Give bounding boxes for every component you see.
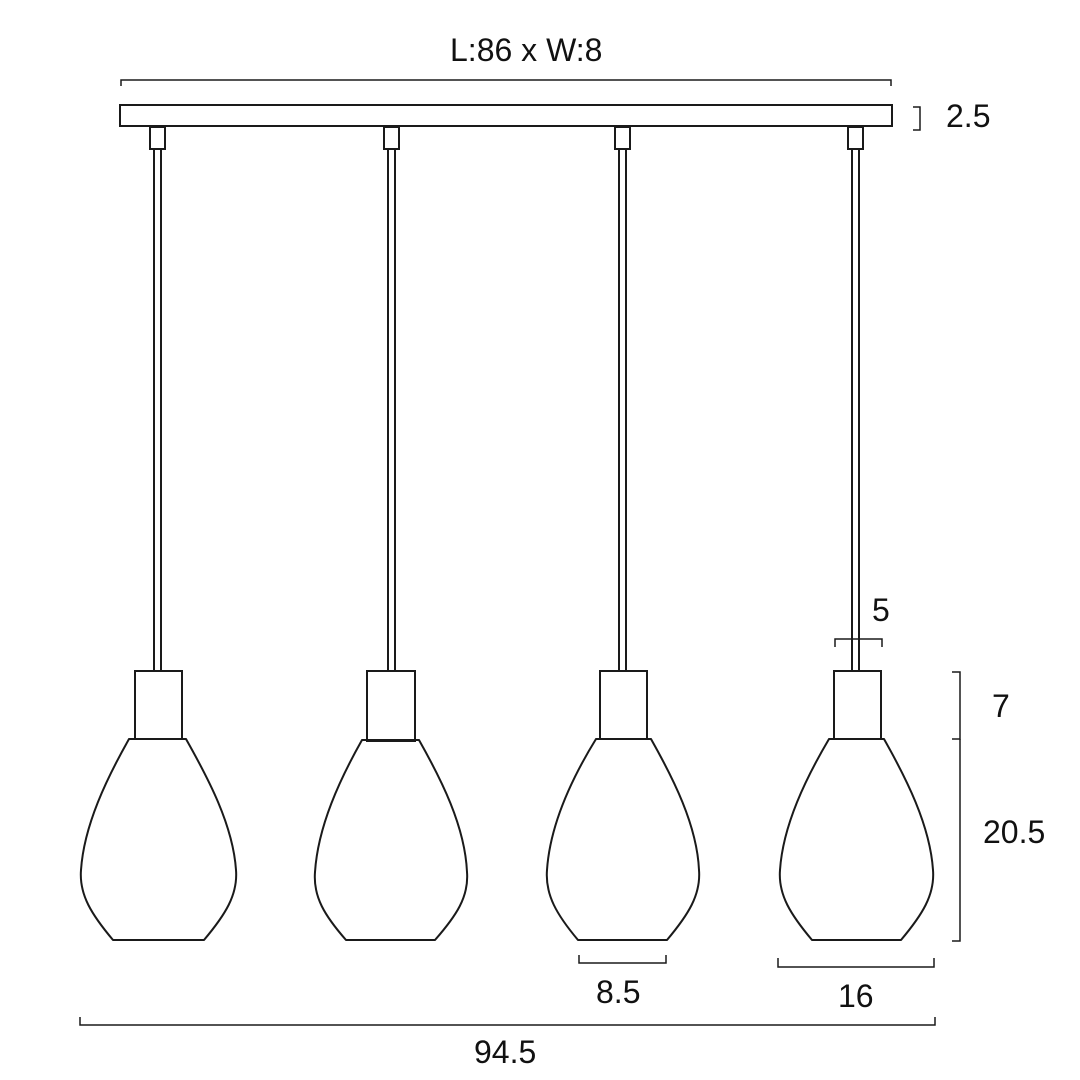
shade-width-bracket [777, 958, 935, 968]
holder-width-bracket [834, 638, 883, 647]
pendant-1 [79, 126, 238, 941]
holder-width-label: 5 [872, 592, 890, 628]
holder-height-label: 7 [992, 688, 1010, 724]
pendant-2 [313, 126, 469, 941]
canopy-height-label: 2.5 [946, 98, 991, 134]
shade-height-bracket [952, 739, 961, 942]
canopy-bar [119, 104, 893, 127]
shade-base-width-bracket [578, 955, 667, 964]
holder-height-bracket [952, 671, 961, 740]
canopy-length-dimension-line [120, 79, 892, 86]
pendant-4 [778, 126, 935, 941]
shade-width-label: 16 [838, 978, 874, 1014]
overall-width-label: 94.5 [474, 1034, 537, 1070]
overall-width-bracket [79, 1017, 936, 1026]
pendant-3 [545, 126, 701, 941]
canopy-dimension-label: L:86 x W:8 [450, 32, 603, 68]
shade-height-label: 20.5 [983, 814, 1046, 850]
shade-base-width-label: 8.5 [596, 974, 641, 1010]
canopy-height-bracket [913, 106, 921, 131]
